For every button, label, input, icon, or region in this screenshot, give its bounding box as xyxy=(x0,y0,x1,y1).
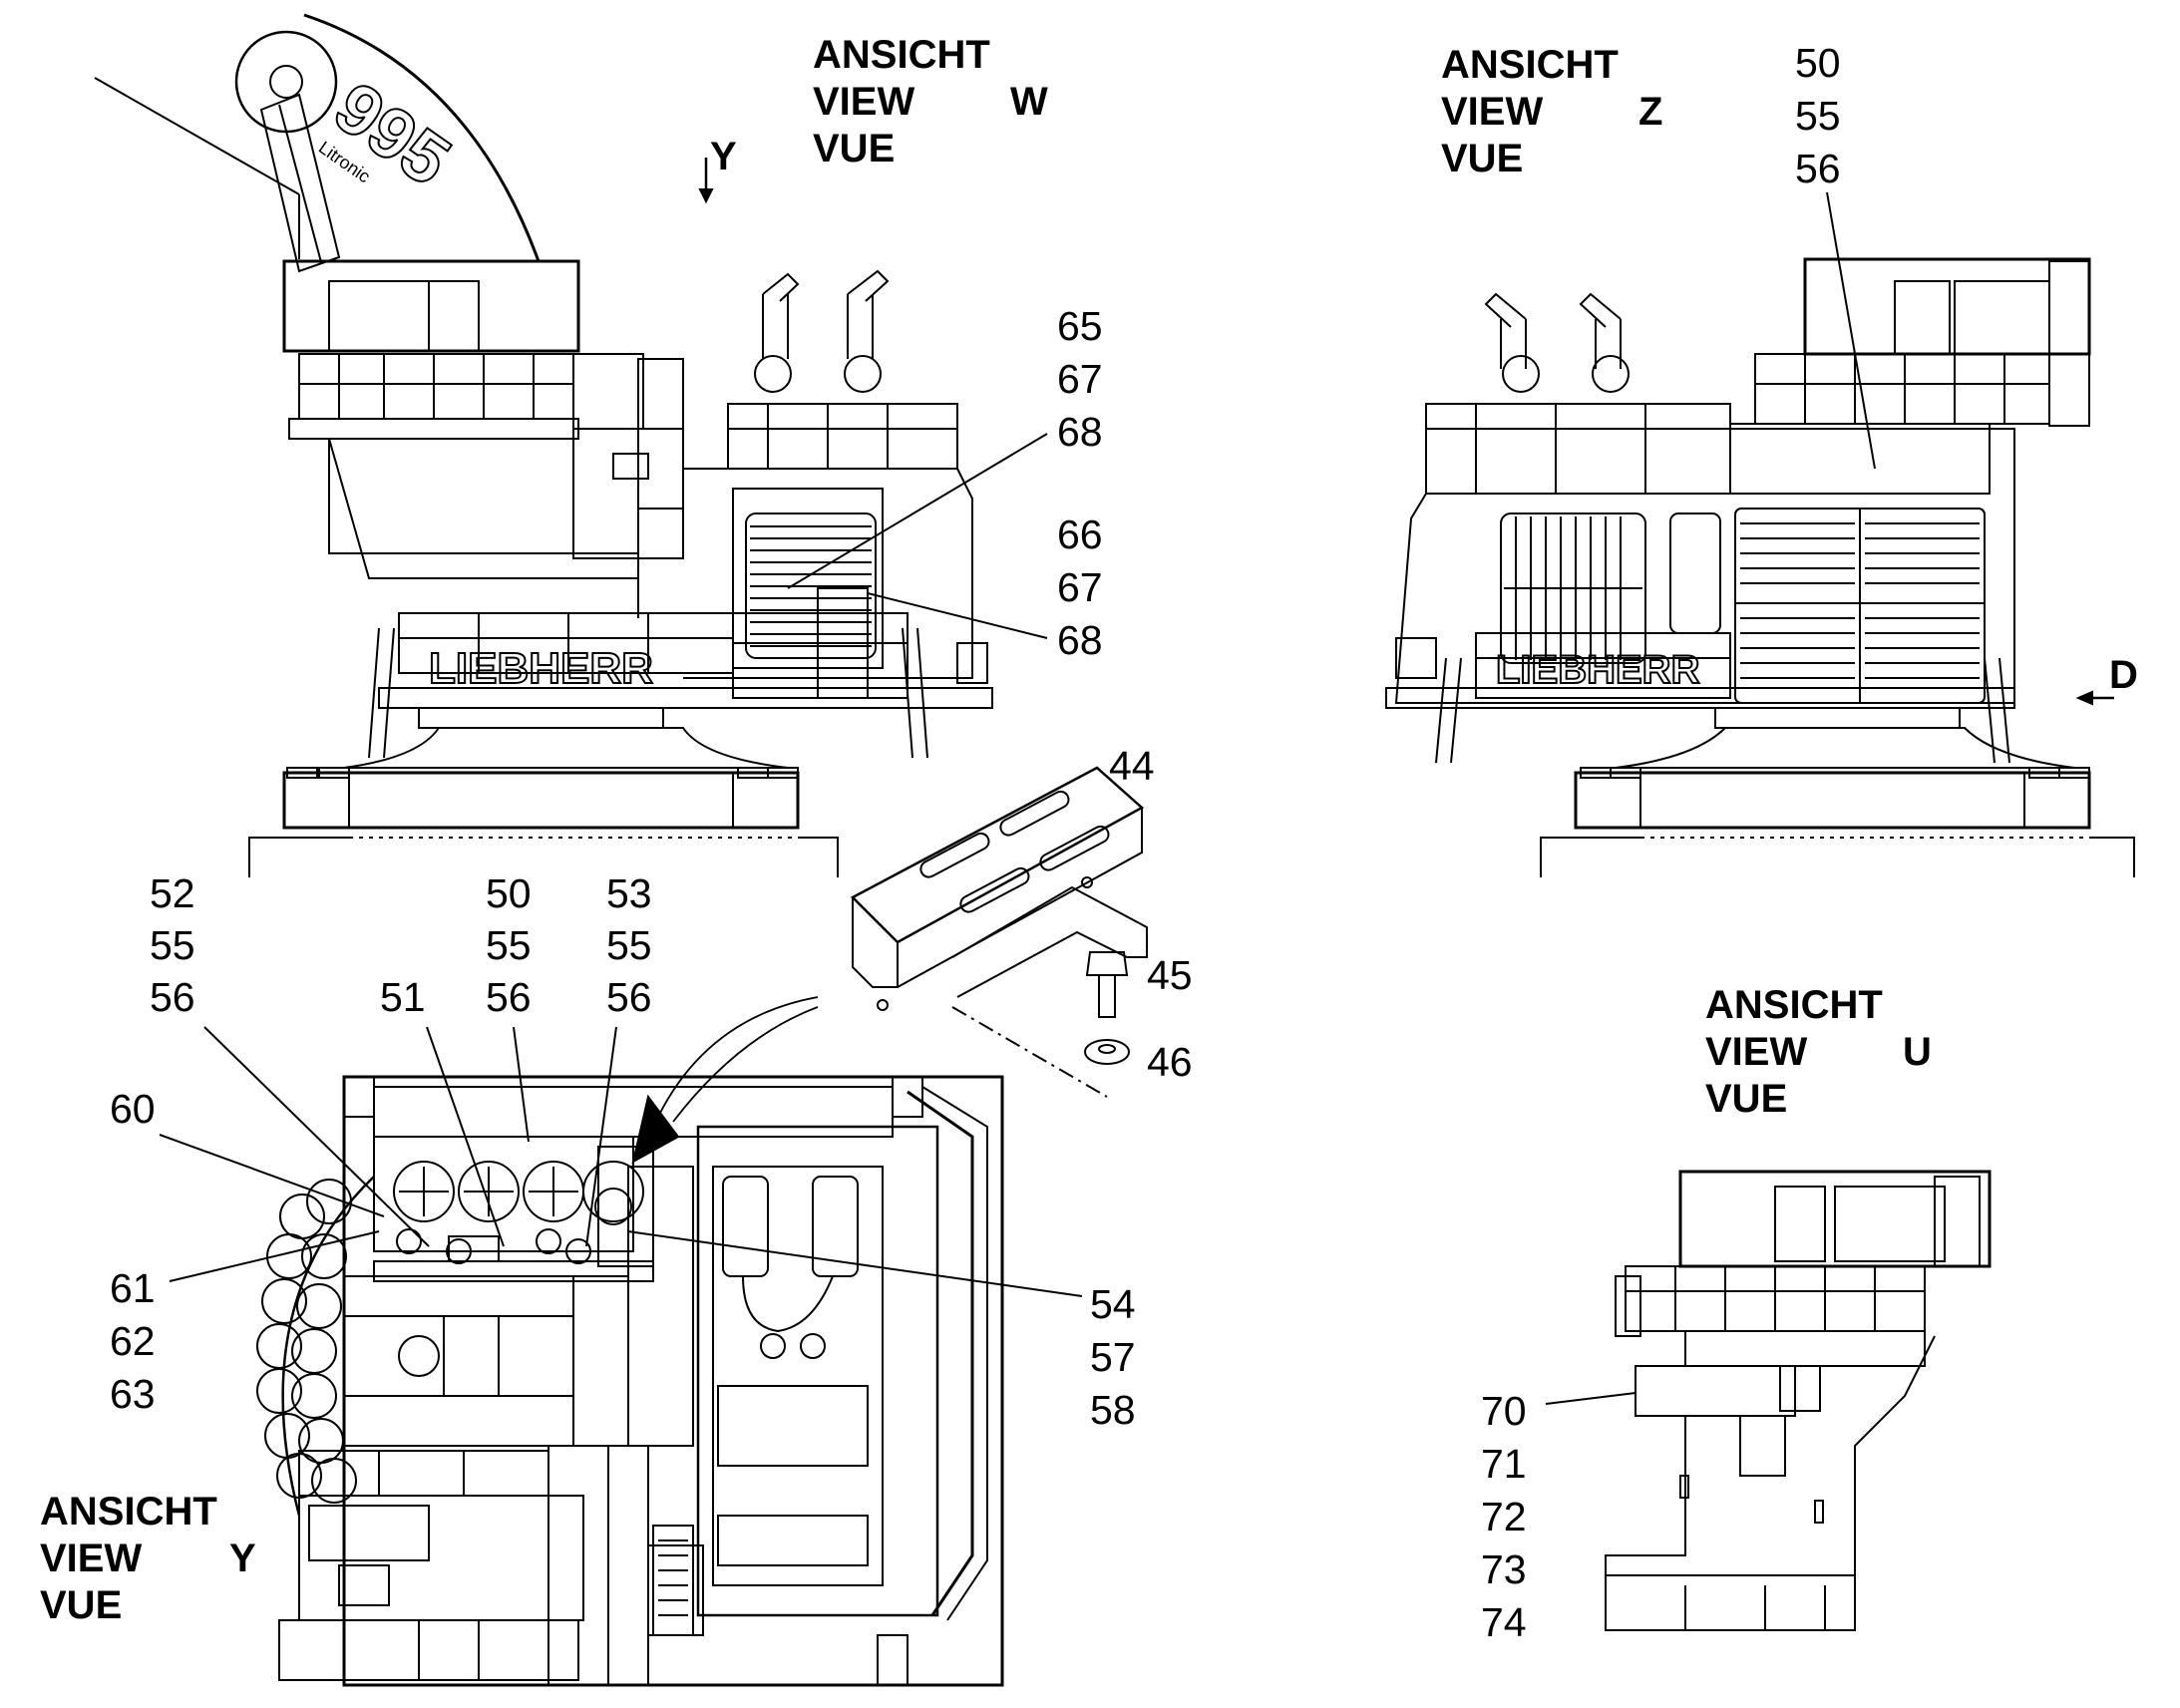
part-label-46: 46 xyxy=(1147,1039,1193,1085)
part-label-66: 66 xyxy=(1057,512,1103,557)
view-y-title-line1: ANSICHT xyxy=(40,1490,217,1534)
part-label-72: 72 xyxy=(1481,1494,1527,1539)
bolt xyxy=(1085,951,1129,1018)
view-u-letter: U xyxy=(1903,1030,1932,1074)
view-y-title-line3: VUE xyxy=(40,1583,123,1627)
part-label-44: 44 xyxy=(1109,743,1155,789)
z-radiator-grill-right xyxy=(1734,508,1986,704)
part-label-53: 53 xyxy=(606,870,652,916)
view-w-title-line3: VUE xyxy=(813,127,896,171)
part-label-68: 68 xyxy=(1057,617,1103,663)
part-label-63: 63 xyxy=(110,1371,156,1417)
part-label-55: 55 xyxy=(1795,93,1841,139)
washer xyxy=(1084,1039,1130,1065)
part-label-57: 57 xyxy=(1090,1334,1136,1380)
view-w-letter: W xyxy=(1010,80,1048,124)
view-w-title-line2: VIEW xyxy=(813,80,915,124)
view-y-letter: Y xyxy=(229,1537,256,1580)
part-label-58: 58 xyxy=(1090,1387,1136,1433)
view-u-drawing xyxy=(1545,1170,1992,1631)
part-label-70: 70 xyxy=(1481,1388,1527,1434)
leader-61 xyxy=(169,1230,380,1282)
arrow-y-label: Y xyxy=(710,135,737,178)
part-label-56: 56 xyxy=(486,974,532,1020)
view-y-title-line2: VIEW xyxy=(40,1537,143,1580)
leader-50 xyxy=(513,1026,530,1143)
view-z-drawing: LIEBHERR xyxy=(1385,191,2135,877)
view-z-title-line3: VUE xyxy=(1441,137,1524,180)
part-label-55: 55 xyxy=(486,922,532,968)
part-label-56: 56 xyxy=(150,974,195,1020)
z-radiator-grill-left xyxy=(1500,512,1646,664)
view-z-letter: Z xyxy=(1638,90,1663,134)
view-u-title-line3: VUE xyxy=(1705,1077,1788,1121)
part-label-50: 50 xyxy=(486,870,532,916)
w-brand-text: LIEBHERR xyxy=(429,644,653,693)
part-label-55: 55 xyxy=(150,922,195,968)
view-w-title-line1: ANSICHT xyxy=(813,33,990,77)
leader-65-67-68 xyxy=(787,433,1048,589)
leader-66-67-68 xyxy=(867,592,1048,639)
leader-54 xyxy=(627,1230,1083,1297)
view-u-title-line1: ANSICHT xyxy=(1705,983,1883,1027)
leader-52 xyxy=(203,1026,430,1247)
part-label-56: 56 xyxy=(606,974,652,1020)
leader-53 xyxy=(585,1026,617,1247)
part-label-73: 73 xyxy=(1481,1546,1527,1592)
part-label-67: 67 xyxy=(1057,356,1103,402)
arrow-d-label: D xyxy=(2109,653,2138,697)
view-z-title-line2: VIEW xyxy=(1441,90,1544,134)
view-w-drawing: 995 Litronic xyxy=(94,13,1048,877)
z-brand-text: LIEBHERR xyxy=(1496,648,1700,692)
bracket-detail xyxy=(631,766,1148,1164)
part-label-51: 51 xyxy=(380,974,426,1020)
part-label-50: 50 xyxy=(1795,40,1841,86)
part-label-56: 56 xyxy=(1795,146,1841,191)
part-label-61: 61 xyxy=(110,1265,156,1311)
part-label-52: 52 xyxy=(150,870,195,916)
part-label-71: 71 xyxy=(1481,1441,1527,1487)
part-label-62: 62 xyxy=(110,1318,156,1364)
leader-60 xyxy=(159,1134,385,1217)
part-label-67: 67 xyxy=(1057,564,1103,610)
part-label-55: 55 xyxy=(606,922,652,968)
part-label-68: 68 xyxy=(1057,409,1103,455)
part-label-45: 45 xyxy=(1147,952,1193,998)
part-label-54: 54 xyxy=(1090,1281,1136,1327)
leader-51 xyxy=(426,1026,505,1247)
part-label-65: 65 xyxy=(1057,303,1103,349)
model-logo: 995 Litronic xyxy=(315,67,465,202)
leader-70 xyxy=(1545,1392,1636,1405)
view-u-title-line2: VIEW xyxy=(1705,1030,1808,1074)
part-label-60: 60 xyxy=(110,1086,156,1132)
svg-text:995: 995 xyxy=(320,68,464,201)
part-label-74: 74 xyxy=(1481,1599,1527,1645)
view-z-title-line1: ANSICHT xyxy=(1441,43,1619,87)
view-y-drawing xyxy=(159,1026,1083,1687)
w-radiator-grill xyxy=(745,512,877,659)
leader-z-50-55-56 xyxy=(1826,191,1876,470)
